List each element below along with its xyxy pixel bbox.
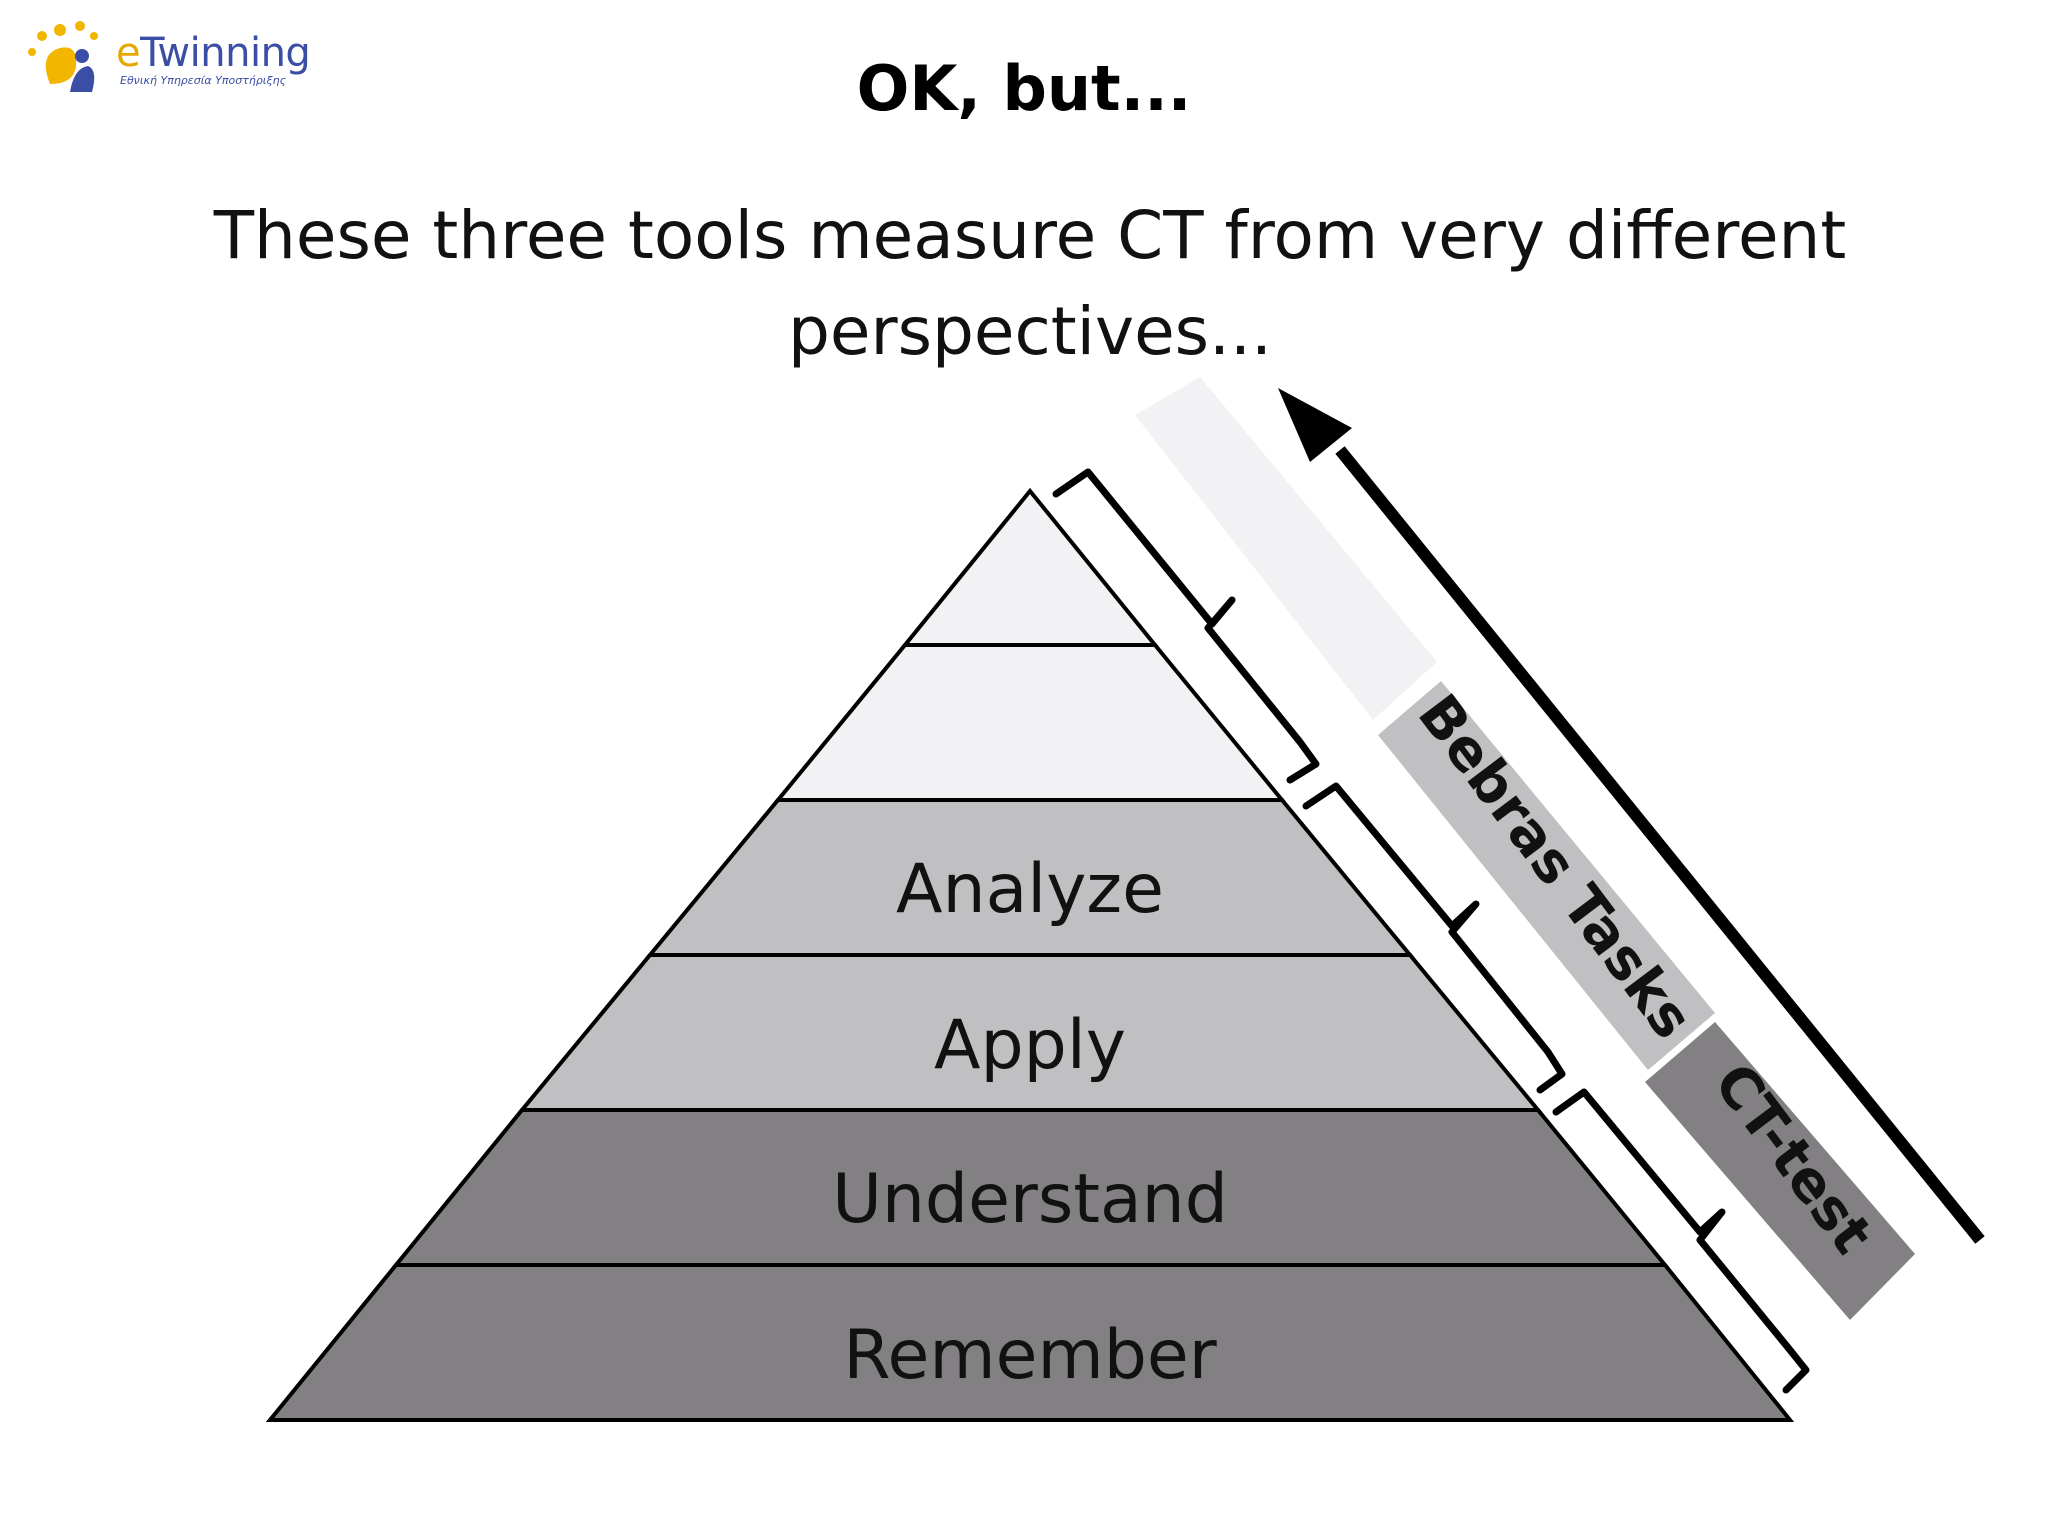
logo-e: e — [116, 30, 141, 76]
up-left-arrow-icon — [1278, 388, 1985, 1244]
curly-brace-icon — [1052, 468, 1320, 784]
bebras-tasks-label: Bebras Tasks — [1405, 683, 1705, 1051]
pyramid: Analyze Apply Understand Remember — [265, 487, 1795, 1422]
logo-twinning: Twinning — [140, 30, 311, 76]
curly-brace-icon — [1552, 1088, 1810, 1394]
slide-subtitle: These three tools measure CT from very d… — [213, 197, 1847, 370]
logo-wordmark: eTwinning — [116, 30, 311, 76]
level-label-analyze: Analyze — [896, 850, 1164, 929]
curly-brace-icon — [1302, 782, 1566, 1094]
pyramid-level-remember — [265, 1263, 1795, 1422]
side-band-top — [1135, 377, 1437, 720]
level-label-understand: Understand — [832, 1160, 1228, 1239]
etwinning-stars-figure-icon — [28, 21, 98, 92]
slide-title: OK, but... — [856, 52, 1192, 125]
pyramid-level-2 — [773, 643, 1287, 802]
level-label-apply: Apply — [934, 1006, 1126, 1085]
etwinning-logo: eTwinning Εθνική Υπηρεσία Υποστήριξης — [20, 14, 320, 100]
side-band-cttest: CT-test — [1645, 1022, 1915, 1320]
logo-subtitle: Εθνική Υπηρεσία Υποστήριξης — [120, 74, 287, 87]
pyramid-level-top — [900, 487, 1160, 647]
level-label-remember: Remember — [843, 1316, 1216, 1395]
